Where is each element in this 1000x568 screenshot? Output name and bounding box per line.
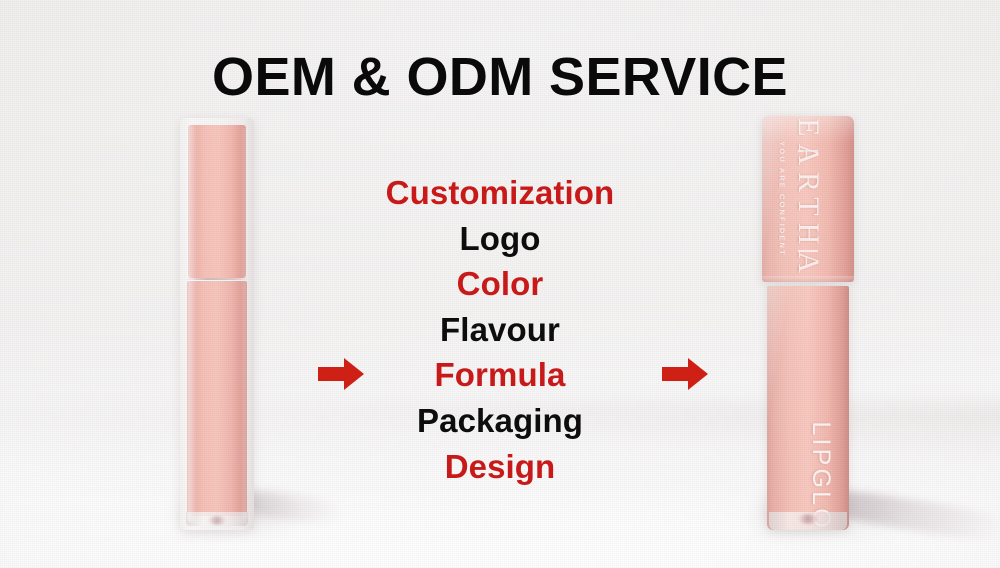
feature-item-customization: Customization xyxy=(385,174,615,211)
arrow-right-icon xyxy=(662,357,708,391)
feature-item-color: Color xyxy=(456,265,544,303)
feature-item-logo: Logo xyxy=(459,219,541,257)
customization-feature-list: Customization Logo Color Flavour Formula… xyxy=(330,170,670,489)
tube-cap-inner xyxy=(188,125,246,278)
tube-base-dot xyxy=(798,514,818,524)
brand-name: EARTHA xyxy=(792,118,825,280)
brand-tagline: YOU ARE CONFIDENT xyxy=(777,141,787,257)
arrow-right-icon xyxy=(318,357,364,391)
cap-body-seam xyxy=(187,278,247,280)
feature-item-flavour: Flavour xyxy=(440,310,560,348)
left-product-blank-tube: blank-lipgloss-tube xyxy=(180,118,254,530)
feature-item-packaging: Packaging xyxy=(417,401,583,439)
cap-lip xyxy=(762,276,854,282)
tube-body-inner xyxy=(187,281,247,516)
brand-rule-bottom-icon xyxy=(798,250,818,252)
tube-cap: EARTHA YOU ARE CONFIDENT xyxy=(762,116,854,282)
page-title: OEM & ODM SERVICE xyxy=(212,47,788,107)
tube-body: LIPGLOSS xyxy=(767,286,849,530)
right-product-printed-tube: EARTHA YOU ARE CONFIDENT LIPGLOSS printe… xyxy=(762,116,854,530)
tube-base-dot xyxy=(208,516,226,525)
feature-item-formula: Formula xyxy=(434,356,566,394)
cap-artwork: EARTHA YOU ARE CONFIDENT xyxy=(762,116,854,282)
feature-item-design: Design xyxy=(444,447,556,485)
